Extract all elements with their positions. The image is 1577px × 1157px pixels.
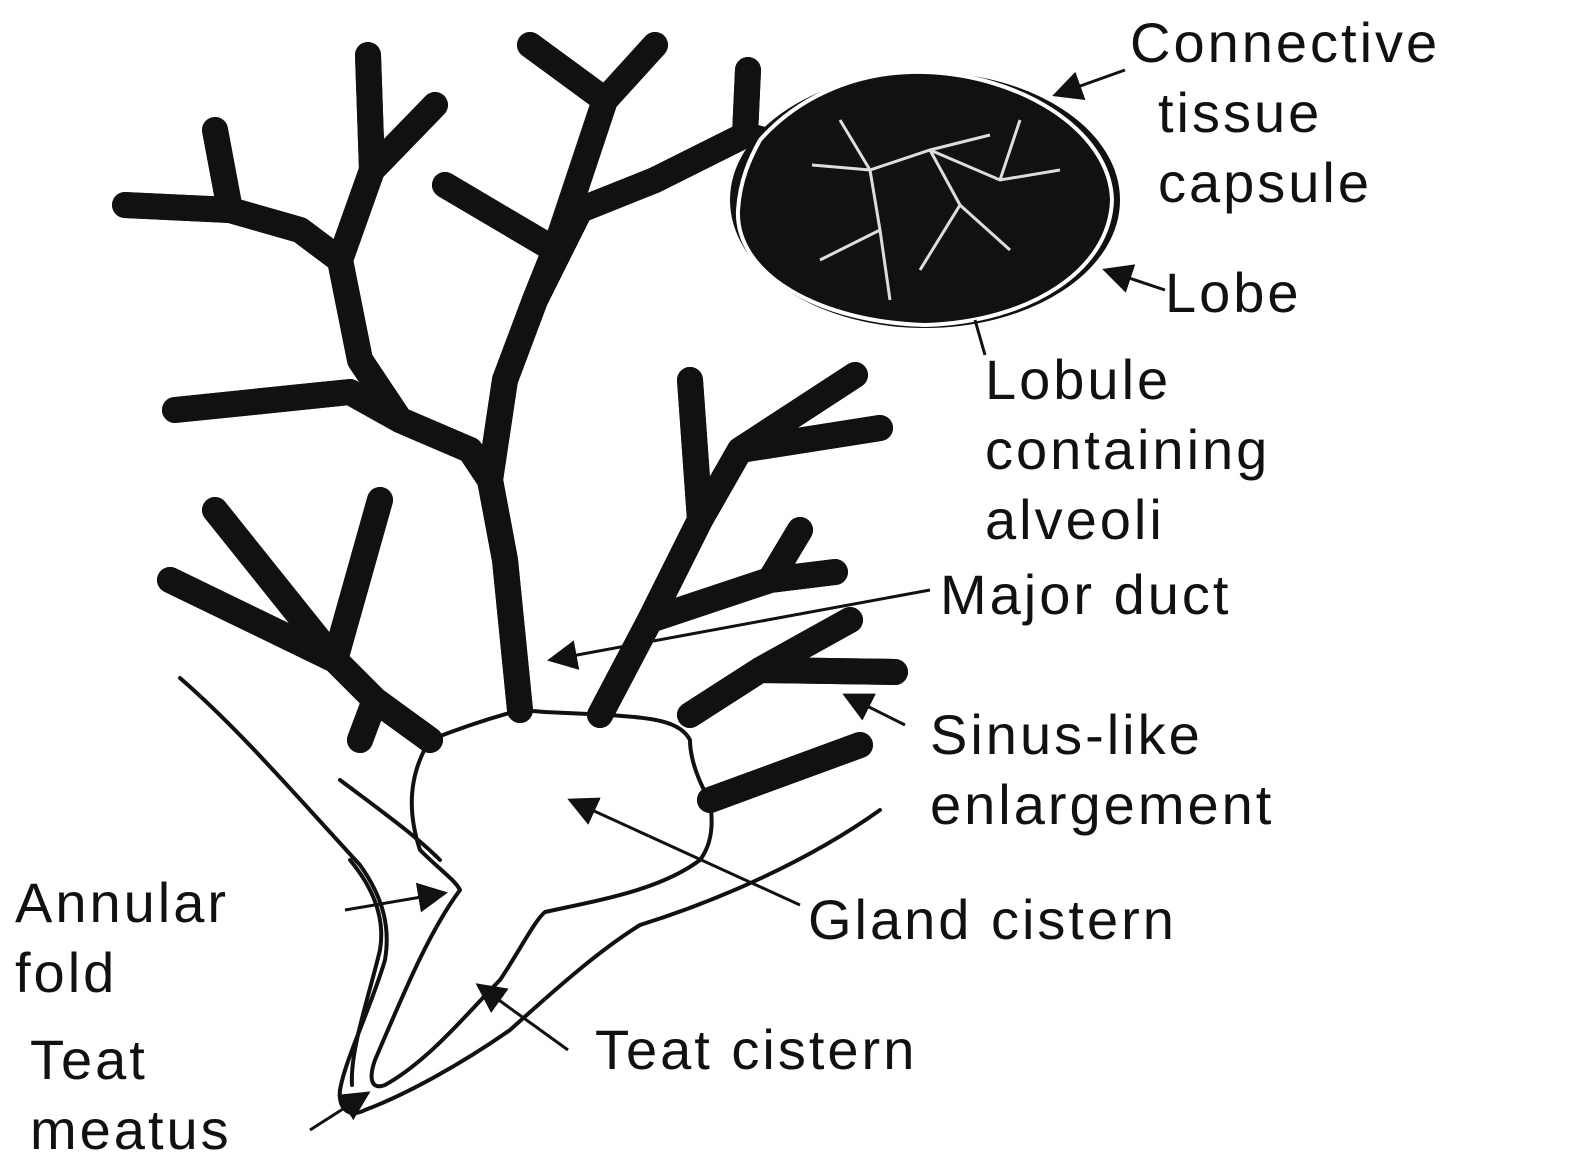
label-annular-fold: Annular fold — [15, 868, 229, 1008]
label-line: Teat cistern — [595, 1015, 917, 1085]
pointer-annular-fold — [345, 893, 445, 910]
pointer-lobe — [1105, 270, 1165, 290]
annular-fold-line — [340, 780, 440, 860]
label-line: Lobule — [985, 345, 1270, 415]
label-lobe: Lobe — [1165, 258, 1302, 328]
pointer-connective-tissue — [1055, 70, 1125, 95]
label-line: capsule — [1158, 148, 1372, 218]
pointer-sinus — [845, 695, 905, 725]
label-line: alveoli — [985, 485, 1270, 555]
lobe-drawing — [733, 72, 1117, 325]
pointer-lobule — [975, 320, 985, 355]
label-line: Sinus-like — [930, 700, 1274, 770]
label-line: Gland cistern — [808, 885, 1177, 955]
label-major-duct: Major duct — [940, 560, 1231, 630]
label-connective-tissue-capsule: Connective — [1130, 8, 1440, 78]
label-connective-tissue-capsule-2: tissue capsule — [1158, 78, 1372, 218]
label-teat-cistern: Teat cistern — [595, 1015, 917, 1085]
label-line: tissue — [1158, 78, 1372, 148]
label-line: Major duct — [940, 560, 1231, 630]
label-line: meatus — [30, 1095, 232, 1157]
label-line: Lobe — [1165, 258, 1302, 328]
label-line: enlargement — [930, 770, 1274, 840]
label-lobule-containing-alveoli: Lobule containing alveoli — [985, 345, 1270, 555]
label-line: fold — [15, 938, 229, 1008]
label-line: Teat — [30, 1025, 232, 1095]
label-line: Connective — [1130, 8, 1440, 78]
pointer-gland-cistern — [570, 800, 800, 905]
label-line: Annular — [15, 868, 229, 938]
label-teat-meatus: Teat meatus — [30, 1025, 232, 1157]
label-line: containing — [985, 415, 1270, 485]
label-gland-cistern: Gland cistern — [808, 885, 1177, 955]
label-sinus-like-enlargement: Sinus-like enlargement — [930, 700, 1274, 840]
